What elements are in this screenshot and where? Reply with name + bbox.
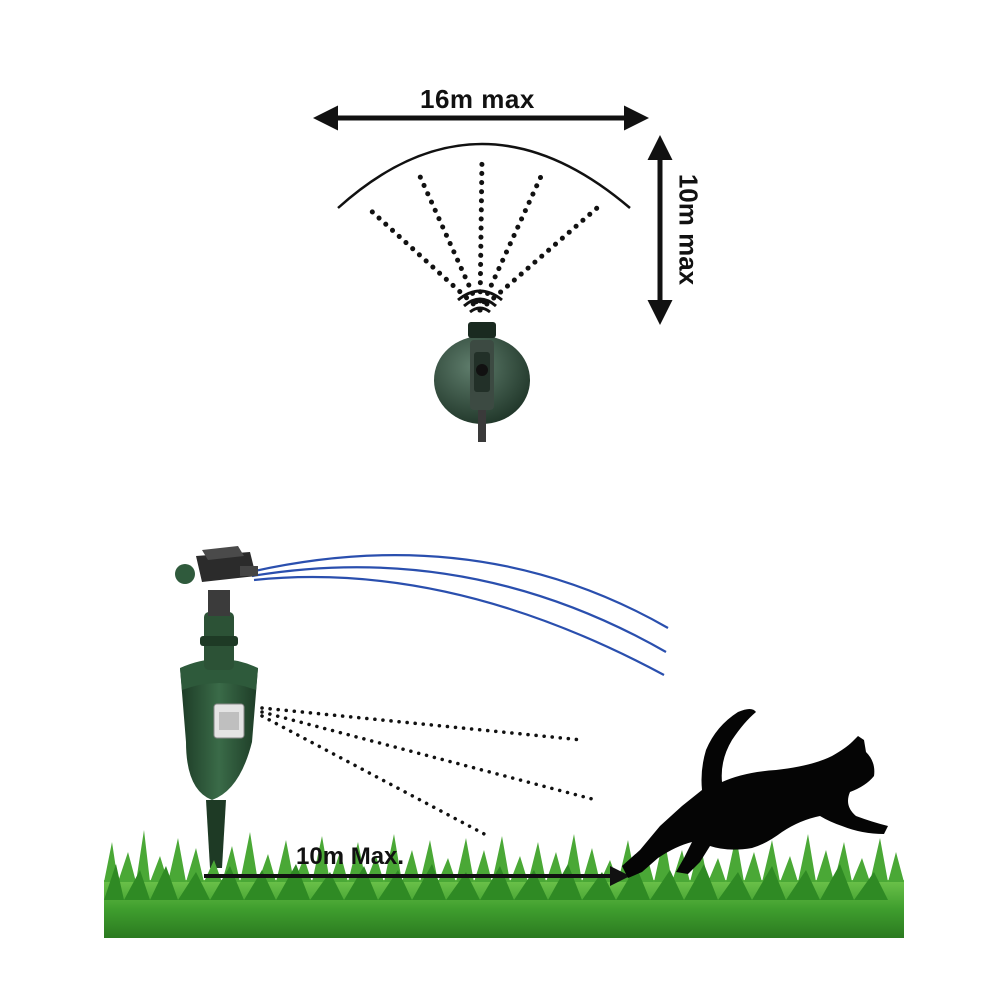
grass [104,830,904,938]
cat-silhouette [622,709,888,878]
coverage-arc [337,142,631,209]
range-max-label: 10m Max. [296,843,405,870]
sprinkler-top-view [434,322,530,442]
top-view [313,105,673,442]
detection-beams-side [260,706,598,838]
detection-beams-top [365,155,600,313]
width-max-label: 16m max [420,84,535,114]
sprinkler-side-view [175,546,258,868]
sensor-signal-icon [457,289,503,314]
side-view [104,546,904,938]
water-jets [249,554,669,676]
depth-max-label: 10m max [673,173,704,286]
